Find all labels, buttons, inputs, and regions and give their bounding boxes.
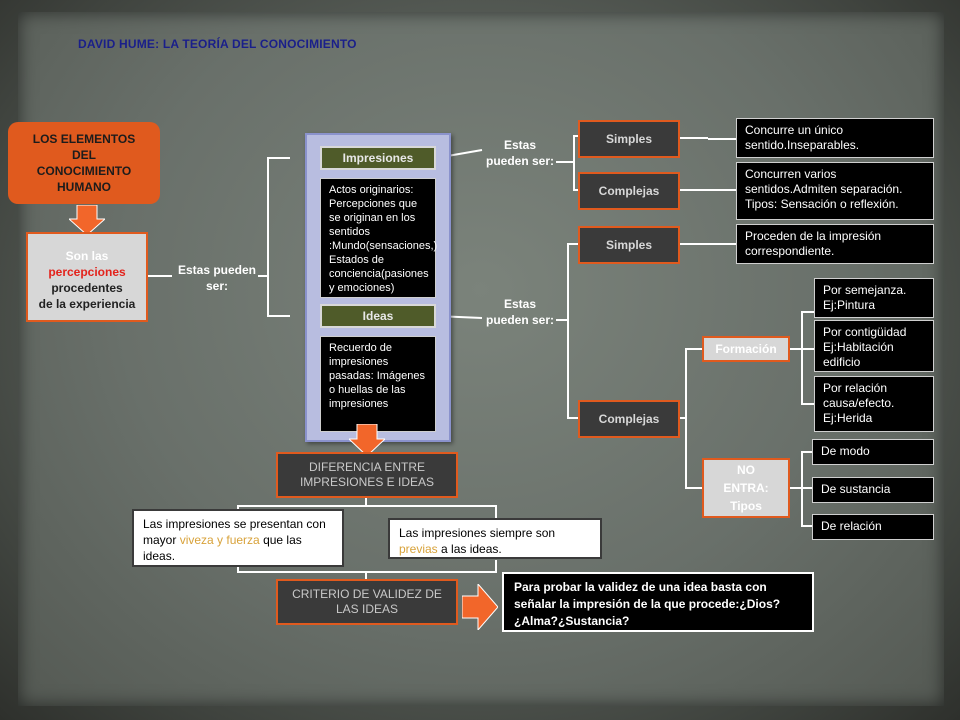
elementos-label: LOS ELEMENTOS DEL CONOCIMIENTO HUMANO: [32, 132, 136, 194]
simples-impresiones: Simples: [578, 120, 680, 158]
no-entra-box: NO ENTRA: Tipos: [702, 458, 790, 518]
arrow-down-icon: [69, 205, 105, 235]
criterio-box: CRITERIO DE VALIDEZ DE LAS IDEAS: [276, 579, 458, 625]
percepciones-pre: Son las: [65, 249, 109, 263]
complejas-ideas: Complejas: [578, 400, 680, 438]
arrow-down-icon-2: [349, 424, 385, 456]
ideas-desc: Recuerdo de impresiones pasadas: Imágene…: [320, 336, 436, 432]
page-title: DAVID HUME: LA TEORÍA DEL CONOCIMIENTO: [78, 37, 357, 51]
simples-impresiones-desc: Concurre un único sentido.Inseparables.: [736, 118, 934, 158]
formacion-box: Formación: [702, 336, 790, 362]
estas-pueden-ser-top: Estas pueden ser:: [485, 138, 554, 168]
dif-left-b: que las ideas.: [143, 533, 302, 563]
estas-pueden-ser-left: Estas pueden ser:: [177, 263, 257, 293]
por-relacion: Por relación causa/efecto. Ej:Herida: [814, 376, 934, 432]
percepciones-box: Son las percepciones procedentes de la e…: [26, 232, 148, 322]
dif-left-a: Las impresiones se presentan con mayor: [143, 517, 326, 547]
dif-left-highlight: viveza y fuerza: [179, 533, 260, 547]
diferencia-left: Las impresiones se presentan con mayor v…: [132, 509, 344, 567]
dif-right-highlight: previas: [399, 542, 438, 556]
impresiones-header: Impresiones: [320, 146, 436, 170]
percepciones-post1: procedentes: [51, 281, 123, 295]
criterio-desc: Para probar la validez de una idea basta…: [502, 572, 814, 632]
diferencia-right: Las impresiones siempre son previas a la…: [388, 518, 602, 559]
percepciones-post2: de la experiencia: [38, 297, 136, 311]
por-semejanza: Por semejanza. Ej:Pintura: [814, 278, 934, 318]
por-contiguidad: Por contigüidad Ej:Habitación edificio: [814, 320, 934, 372]
arrow-right-icon: [462, 584, 498, 630]
elementos-box: LOS ELEMENTOS DEL CONOCIMIENTO HUMANO: [8, 122, 160, 204]
complejas-impresiones: Complejas: [578, 172, 680, 210]
simples-ideas-desc: Proceden de la impresión correspondiente…: [736, 224, 934, 264]
dif-right-b: a las ideas.: [437, 542, 502, 556]
diferencia-box: DIFERENCIA ENTRE IMPRESIONES E IDEAS: [276, 452, 458, 498]
complejas-impresiones-desc: Concurren varios sentidos.Admiten separa…: [736, 162, 934, 220]
percepciones-highlight: percepciones: [48, 265, 126, 279]
de-relacion: De relación: [812, 514, 934, 540]
ideas-header: Ideas: [320, 304, 436, 328]
de-modo: De modo: [812, 439, 934, 465]
impresiones-desc: Actos originarios: Percepciones que se o…: [320, 178, 437, 298]
estas-pueden-ser-mid: Estas pueden ser:: [485, 297, 554, 327]
de-sustancia: De sustancia: [812, 477, 934, 503]
simples-ideas: Simples: [578, 226, 680, 264]
dif-right-a: Las impresiones siempre son: [399, 526, 556, 540]
